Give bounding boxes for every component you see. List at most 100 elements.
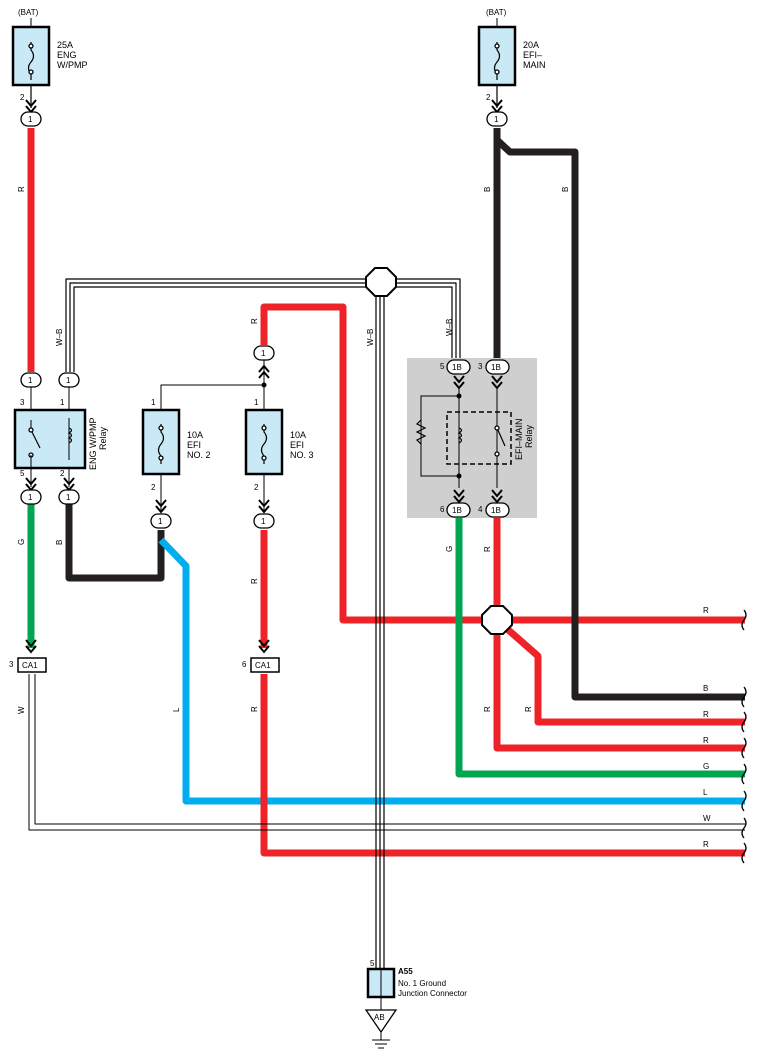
wire-label: R [250, 318, 259, 324]
wire-label: W–B [55, 329, 64, 346]
pin-label: 2 [486, 93, 491, 102]
relay-efi-main: 5 3 1B 1B EFI–MAIN Relay 6 4 1B [407, 358, 537, 518]
wire-label: R [483, 706, 492, 712]
fuse-name2-right: MAIN [523, 60, 546, 70]
connector-1-relay-5: 1 [20, 489, 42, 505]
fuse-name1: EFI [290, 440, 304, 450]
connector-label: 1 [66, 376, 71, 385]
connector-1-relay-3: 1 [20, 372, 42, 388]
wire-label: G [445, 546, 454, 552]
wire-label: R [250, 706, 259, 712]
output-labels: R B R R G L W R [703, 606, 711, 849]
bat-label-right: (BAT) [486, 8, 507, 17]
wire-break-marks [741, 609, 747, 864]
fuse-amp: 10A [187, 430, 203, 440]
connector-label: 1 [261, 517, 266, 526]
connector-1-relay-2: 1 [58, 489, 80, 505]
pin-label: 2 [254, 483, 259, 492]
connector-1b-pin6: 1B [446, 502, 471, 518]
connector-1-left-top: 1 [20, 111, 42, 127]
pin-label: 2 [60, 469, 65, 478]
fuse-name1: EFI [187, 440, 201, 450]
wire-thin-efi-feed [160, 384, 265, 410]
ground-name1: No. 1 Ground [398, 979, 446, 988]
wire-label: B [561, 187, 570, 192]
connector-label: 1B [491, 506, 501, 515]
connector-label: CA1 [22, 661, 38, 670]
output-label: B [703, 684, 708, 693]
bat-label-left: (BAT) [18, 8, 39, 17]
fuse-name2-left: W/PMP [57, 60, 88, 70]
pin-label: 1 [254, 398, 259, 407]
pin-label: 1 [151, 398, 156, 407]
wire-label: B [55, 540, 64, 545]
connector-label: CA1 [255, 661, 271, 670]
wire-label: W–B [445, 319, 454, 336]
fuse-amp: 10A [290, 430, 306, 440]
connector-label: 1 [494, 115, 499, 124]
wire-label: W–B [366, 329, 375, 346]
fuse-efi-main: (BAT) 20A EFI– MAIN 2 [477, 8, 546, 114]
wire-label: R [17, 186, 26, 192]
wire-w [28, 674, 745, 831]
pin-label: 5 [370, 959, 375, 968]
pin-label: 2 [20, 93, 25, 102]
connector-label: 1 [261, 349, 266, 358]
output-label: R [703, 606, 709, 615]
connector-1-efi3-bottom: 1 [253, 513, 275, 529]
wire-label: R [483, 546, 492, 552]
output-label: G [703, 762, 709, 771]
wire-r-efi3-feed [260, 303, 745, 624]
wire-g-relay6 [455, 517, 745, 778]
connector-1b-pin5: 1B [446, 359, 471, 375]
fuse-efi-no2: 1 10A EFI NO. 2 2 1 [141, 382, 267, 529]
connector-label: 1 [28, 115, 33, 124]
pin-label: 3 [9, 660, 14, 669]
relay-name: EFI–MAIN [514, 418, 524, 460]
output-label: R [703, 840, 709, 849]
connector-label: 1B [452, 506, 462, 515]
ground-name2: Junction Connector [398, 989, 467, 998]
output-label: L [703, 788, 708, 797]
output-label: W [703, 814, 711, 823]
pin-label: 1 [60, 398, 65, 407]
relay-eng-wpmp: 1 1 3 1 5 2 1 1 ENG W/PMP Relay [13, 372, 108, 505]
output-label: R [703, 736, 709, 745]
connector-1b-pin4: 1B [485, 502, 510, 518]
pin-label: 6 [440, 505, 445, 514]
fuse-amp-left: 25A [57, 40, 73, 50]
wire-wb-harness [65, 278, 461, 968]
connector-label: 1 [158, 517, 163, 526]
wire-l-efi2 [158, 537, 745, 805]
connector-label: 1B [452, 363, 462, 372]
wire-r-relay4 [493, 517, 745, 752]
fuse-efi-no3: 1 1 10A EFI NO. 3 2 1 [244, 345, 314, 529]
connector-label: 1 [66, 493, 71, 502]
ground-point: AB [374, 1013, 385, 1022]
wire-label: W [17, 706, 26, 714]
connector-1-right-top: 1 [486, 111, 508, 127]
connector-1b-pin3: 1B [485, 359, 510, 375]
fuse-name2: NO. 3 [290, 450, 314, 460]
splice-top [365, 267, 397, 297]
wire-label: R [250, 578, 259, 584]
wire-color-labels: R W–B G B R R R W L W–B W–B B B G R R R [17, 186, 570, 714]
pin-label: 2 [151, 483, 156, 492]
pin-label: 3 [20, 398, 25, 407]
connector-1-efi2: 1 [150, 513, 172, 529]
relay-sub: Relay [524, 424, 534, 448]
fuse-amp-right: 20A [523, 40, 539, 50]
pin-label: 4 [478, 505, 483, 514]
wire-r-splice-branch [494, 617, 745, 726]
wire-label: L [172, 707, 181, 712]
fuse-name2: NO. 2 [187, 450, 211, 460]
relay-name: ENG W/PMP [88, 417, 98, 470]
pin-label: 3 [478, 362, 483, 371]
relay-sub: Relay [98, 426, 108, 450]
fuse-name1-left: ENG [57, 50, 77, 60]
wire-b-output [494, 137, 745, 701]
connector-label: 1B [491, 363, 501, 372]
wire-label: R [524, 706, 533, 712]
connector-1-efi3-top: 1 [253, 345, 275, 361]
ground-junction-a55: 5 A55 No. 1 Ground Junction Connector AB [364, 959, 467, 1049]
